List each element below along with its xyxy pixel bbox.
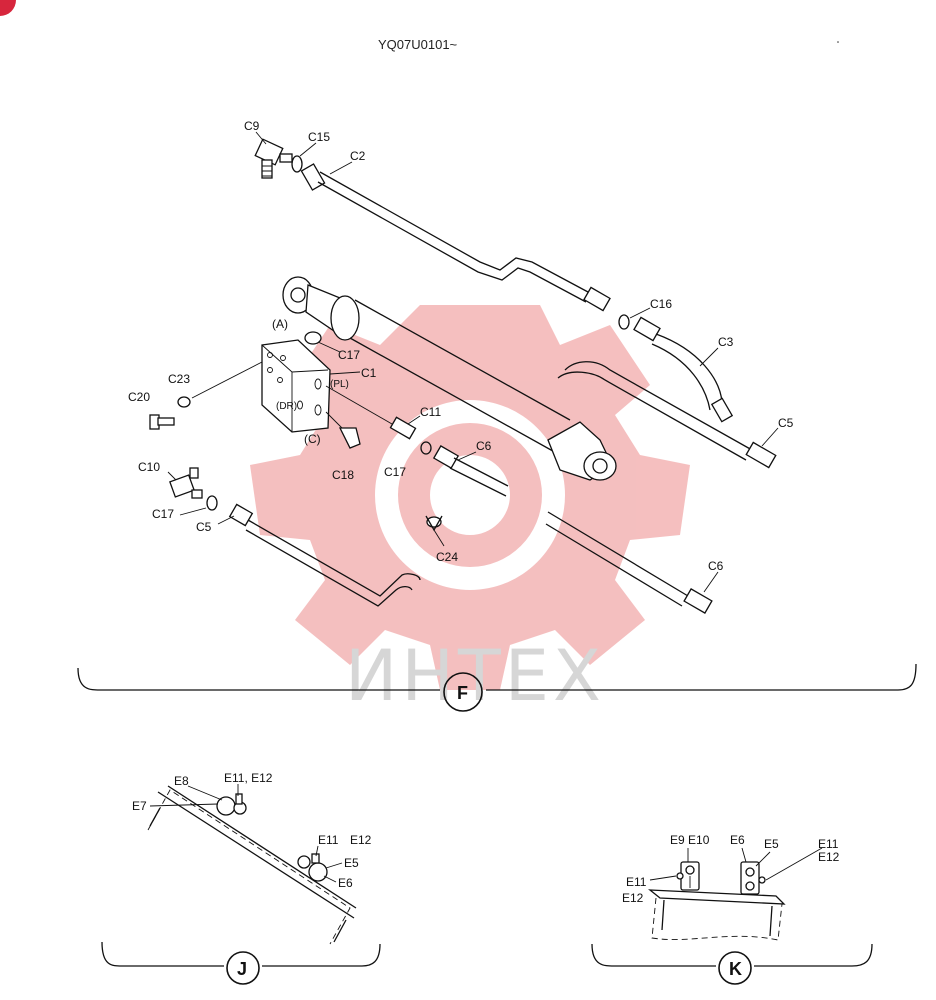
label-c10: C10 [138, 460, 160, 474]
view-k-marker: K [718, 951, 752, 985]
label-c18: C18 [332, 468, 354, 482]
view-k-label: K [729, 959, 742, 979]
clamp-e5-e6-k [740, 847, 823, 895]
view-j-label: J [237, 959, 247, 979]
fitting-c9 [254, 131, 293, 179]
dot-mark [837, 41, 839, 43]
bolt-c20 [149, 414, 175, 430]
label-c9: C9 [244, 119, 260, 133]
pipe-c2 [300, 161, 611, 312]
clamp-e9-e10 [649, 848, 700, 891]
view-k-drawing [591, 847, 873, 967]
label-c5-left: C5 [196, 520, 212, 534]
oring-c15 [291, 155, 303, 173]
valve-block-c1 [261, 339, 361, 433]
view-f-label: F [457, 683, 468, 703]
clamp-e7-e8 [149, 784, 247, 816]
label-e11-j: E11 [318, 833, 339, 847]
label-c17-mid: C17 [384, 465, 406, 479]
label-c16: C16 [650, 297, 672, 311]
view-j-labels: E8 E11, E12 E7 E11 E12 E5 E6 [132, 771, 372, 890]
view-f-labels: C9 C15 C2 C16 C3 C5 (A) C17 C1 (PL) (DR)… [128, 119, 794, 573]
label-c3: C3 [718, 335, 734, 349]
label-c23: C23 [168, 372, 190, 386]
label-e12-j: E12 [350, 833, 372, 847]
clamp-e5-e6 [297, 845, 343, 883]
pipe-c5-right [557, 361, 779, 469]
label-e12-k-left: E12 [622, 891, 644, 905]
elbow-c18 [325, 411, 361, 449]
fitting-c11 [325, 385, 421, 440]
label-c1: C1 [361, 366, 377, 380]
label-c17-left: C17 [152, 507, 174, 521]
label-e6-j: E6 [338, 876, 353, 890]
label-e6-k: E6 [730, 833, 745, 847]
oring-c16 [618, 314, 630, 330]
drawing-code: YQ07U0101~ [378, 37, 458, 52]
label-e8: E8 [174, 774, 189, 788]
label-e7: E7 [132, 799, 147, 813]
label-e5-k: E5 [764, 837, 779, 851]
label-port-dr: (DR) [276, 401, 297, 412]
label-e5-j: E5 [344, 856, 359, 870]
label-c15: C15 [308, 130, 330, 144]
view-j-bracket [101, 941, 381, 967]
pipe-c5-left [217, 503, 421, 607]
oring-c17-top [304, 331, 322, 345]
view-f-bracket [77, 663, 917, 691]
corner-marker [0, 0, 16, 16]
label-c20: C20 [128, 390, 150, 404]
oring-c17-left [206, 495, 218, 511]
label-c17-top: C17 [338, 348, 360, 362]
label-c11: C11 [420, 405, 441, 419]
hose-c3 [633, 316, 734, 423]
view-j-drawing [101, 784, 381, 967]
pipe-c6 [432, 445, 719, 614]
label-c24: C24 [436, 550, 458, 564]
label-e11-k-left: E11 [626, 875, 647, 889]
view-j-marker: J [226, 951, 260, 985]
label-port-c: (C) [304, 432, 321, 446]
clip-c24 [425, 515, 445, 547]
label-port-pl: (PL) [330, 379, 349, 390]
label-e9-e10: E9 E10 [670, 833, 710, 847]
view-f-drawing [77, 131, 917, 691]
oring-c17-mid [420, 441, 432, 455]
label-e11-e12-top: E11, E12 [224, 771, 273, 785]
label-e11-k-right: E11 [818, 837, 839, 851]
view-f-marker: F [443, 672, 483, 712]
view-k-bracket [591, 943, 873, 967]
label-e12-k-right: E12 [818, 850, 840, 864]
boom-cylinder [282, 276, 617, 481]
label-port-a: (A) [272, 317, 288, 331]
view-k-labels: E9 E10 E6 E5 E11 E12 E11 E12 [622, 833, 840, 905]
fitting-c10 [167, 467, 203, 499]
label-c6-bottom: C6 [708, 559, 724, 573]
label-c6-top: C6 [476, 439, 492, 453]
watermark-text: ИНТЕХ [345, 635, 605, 717]
label-c2: C2 [350, 149, 366, 163]
label-c5-right: C5 [778, 416, 794, 430]
washer-c23 [177, 361, 263, 408]
